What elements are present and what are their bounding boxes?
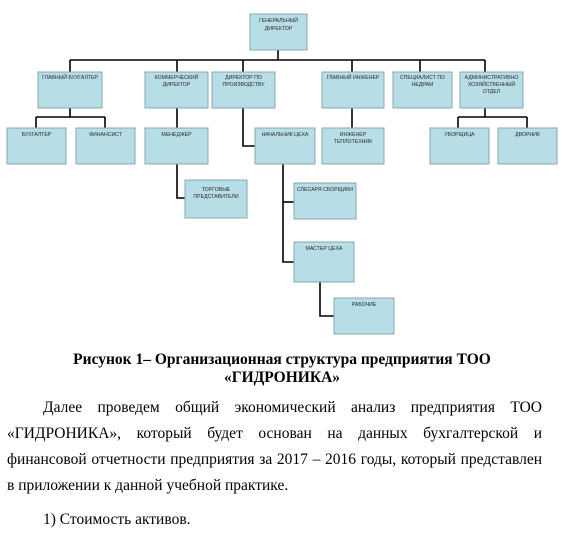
box-label: НАЧАЛЬНИК ЦЕХА [262, 132, 309, 138]
box-assembly-fitters: СЛЕСАРЯ СБОРЩИКИ [293, 182, 357, 220]
box-admin-department: АДМИНИСТРАТИВНО ХОЗЯЙСТВЕННЫЙ ОТДЕЛ [459, 71, 524, 109]
box-label: МАСТЕР ЦЕХА [306, 246, 344, 252]
box-subsoil-specialist: СПЕЦИАЛИСТ ПО НЕДРАМ [392, 71, 453, 109]
box-label: УБОРЩИЦА [444, 132, 475, 138]
box-label: СЛЕСАРЯ СБОРЩИКИ [297, 187, 353, 193]
box-label: БУХГАЛТЕР [22, 132, 52, 138]
box-label: ТОРГОВЫЕ [202, 187, 231, 193]
box-accountant: БУХГАЛТЕР [6, 127, 67, 165]
box-general-director: ГЕНЕРАЛЬНЫЙ ДИРЕКТОР [249, 13, 308, 51]
box-chief-accountant: ГЛАВНЫЙ БУХГАЛТЕР [37, 71, 103, 109]
box-label: МЕНЕДЖЕР [161, 132, 192, 138]
box-label: ФИНАНСИСТ [89, 132, 123, 138]
box-label: ДВОРНИК [515, 132, 540, 138]
org-chart: ГЕНЕРАЛЬНЫЙ ДИРЕКТОР ГЛАВНЫЙ БУХГАЛТЕР К… [6, 13, 558, 335]
paragraph-line: в приложении к данной учебной практике. [7, 477, 289, 494]
box-trade-reps: ТОРГОВЫЕ ПРЕДСТАВИТЕЛИ [184, 179, 248, 219]
box-label: ДИРЕКТОР ПО [225, 75, 262, 81]
box-label: ПРОИЗВОДСТВУ [222, 82, 265, 88]
box-label: РАБОЧИЕ [352, 302, 377, 308]
box-janitor: ДВОРНИК [497, 127, 558, 165]
list-item: 1) Стоимость активов. [43, 511, 191, 528]
box-workshop-head: НАЧАЛЬНИК ЦЕХА [254, 127, 316, 165]
box-label: НЕДРАМ [412, 82, 434, 88]
box-label: ХОЗЯЙСТВЕННЫЙ [468, 80, 516, 88]
box-workers: РАБОЧИЕ [333, 297, 395, 335]
box-commercial-director: КОММЕРЧЕСКИЙ ДИРЕКТОР [144, 71, 209, 109]
box-financier: ФИНАНСИСТ [75, 127, 136, 165]
box-label: ДИРЕКТОР [265, 26, 293, 32]
paragraph-line: «ГИДРОНИКА», который будет основан на да… [7, 425, 542, 442]
box-label: ПРЕДСТАВИТЕЛИ [193, 194, 238, 200]
box-label: ТЕПЛОТЕХНИК [334, 139, 372, 145]
box-workshop-master: МАСТЕР ЦЕХА [293, 241, 355, 283]
box-label: АДМИНИСТРАТИВНО [465, 75, 519, 81]
box-chief-engineer: ГЛАВНЫЙ ИНЖЕНЕР [321, 71, 385, 109]
box-manager: МЕНЕДЖЕР [144, 127, 209, 165]
box-label: ДИРЕКТОР [163, 82, 191, 88]
paragraph-line: финансовой отчетности предприятия за 201… [7, 451, 542, 468]
figure-caption-line1: Рисунок 1– Организационная структура пре… [73, 351, 491, 368]
box-label: ОТДЕЛ [483, 89, 500, 95]
box-label: КОММЕРЧЕСКИЙ [155, 73, 199, 81]
box-production-director: ДИРЕКТОР ПО ПРОИЗВОДСТВУ [211, 71, 276, 109]
chart-connectors [35, 50, 528, 317]
box-label: СПЕЦИАЛИСТ ПО [400, 75, 445, 81]
box-heat-engineer: ИНЖЕНЕР ТЕПЛОТЕХНИК [321, 127, 385, 165]
figure-caption-line2: «ГИДРОНИКА» [223, 369, 341, 386]
box-label: ГЛАВНЫЙ ИНЖЕНЕР [327, 73, 380, 81]
box-label: ИНЖЕНЕР [340, 132, 367, 138]
box-cleaner: УБОРЩИЦА [429, 127, 490, 165]
paragraph-line: Далее проведем общий экономический анали… [43, 399, 542, 416]
box-label: ГЕНЕРАЛЬНЫЙ [259, 16, 298, 24]
box-label: ГЛАВНЫЙ БУХГАЛТЕР [42, 73, 98, 81]
